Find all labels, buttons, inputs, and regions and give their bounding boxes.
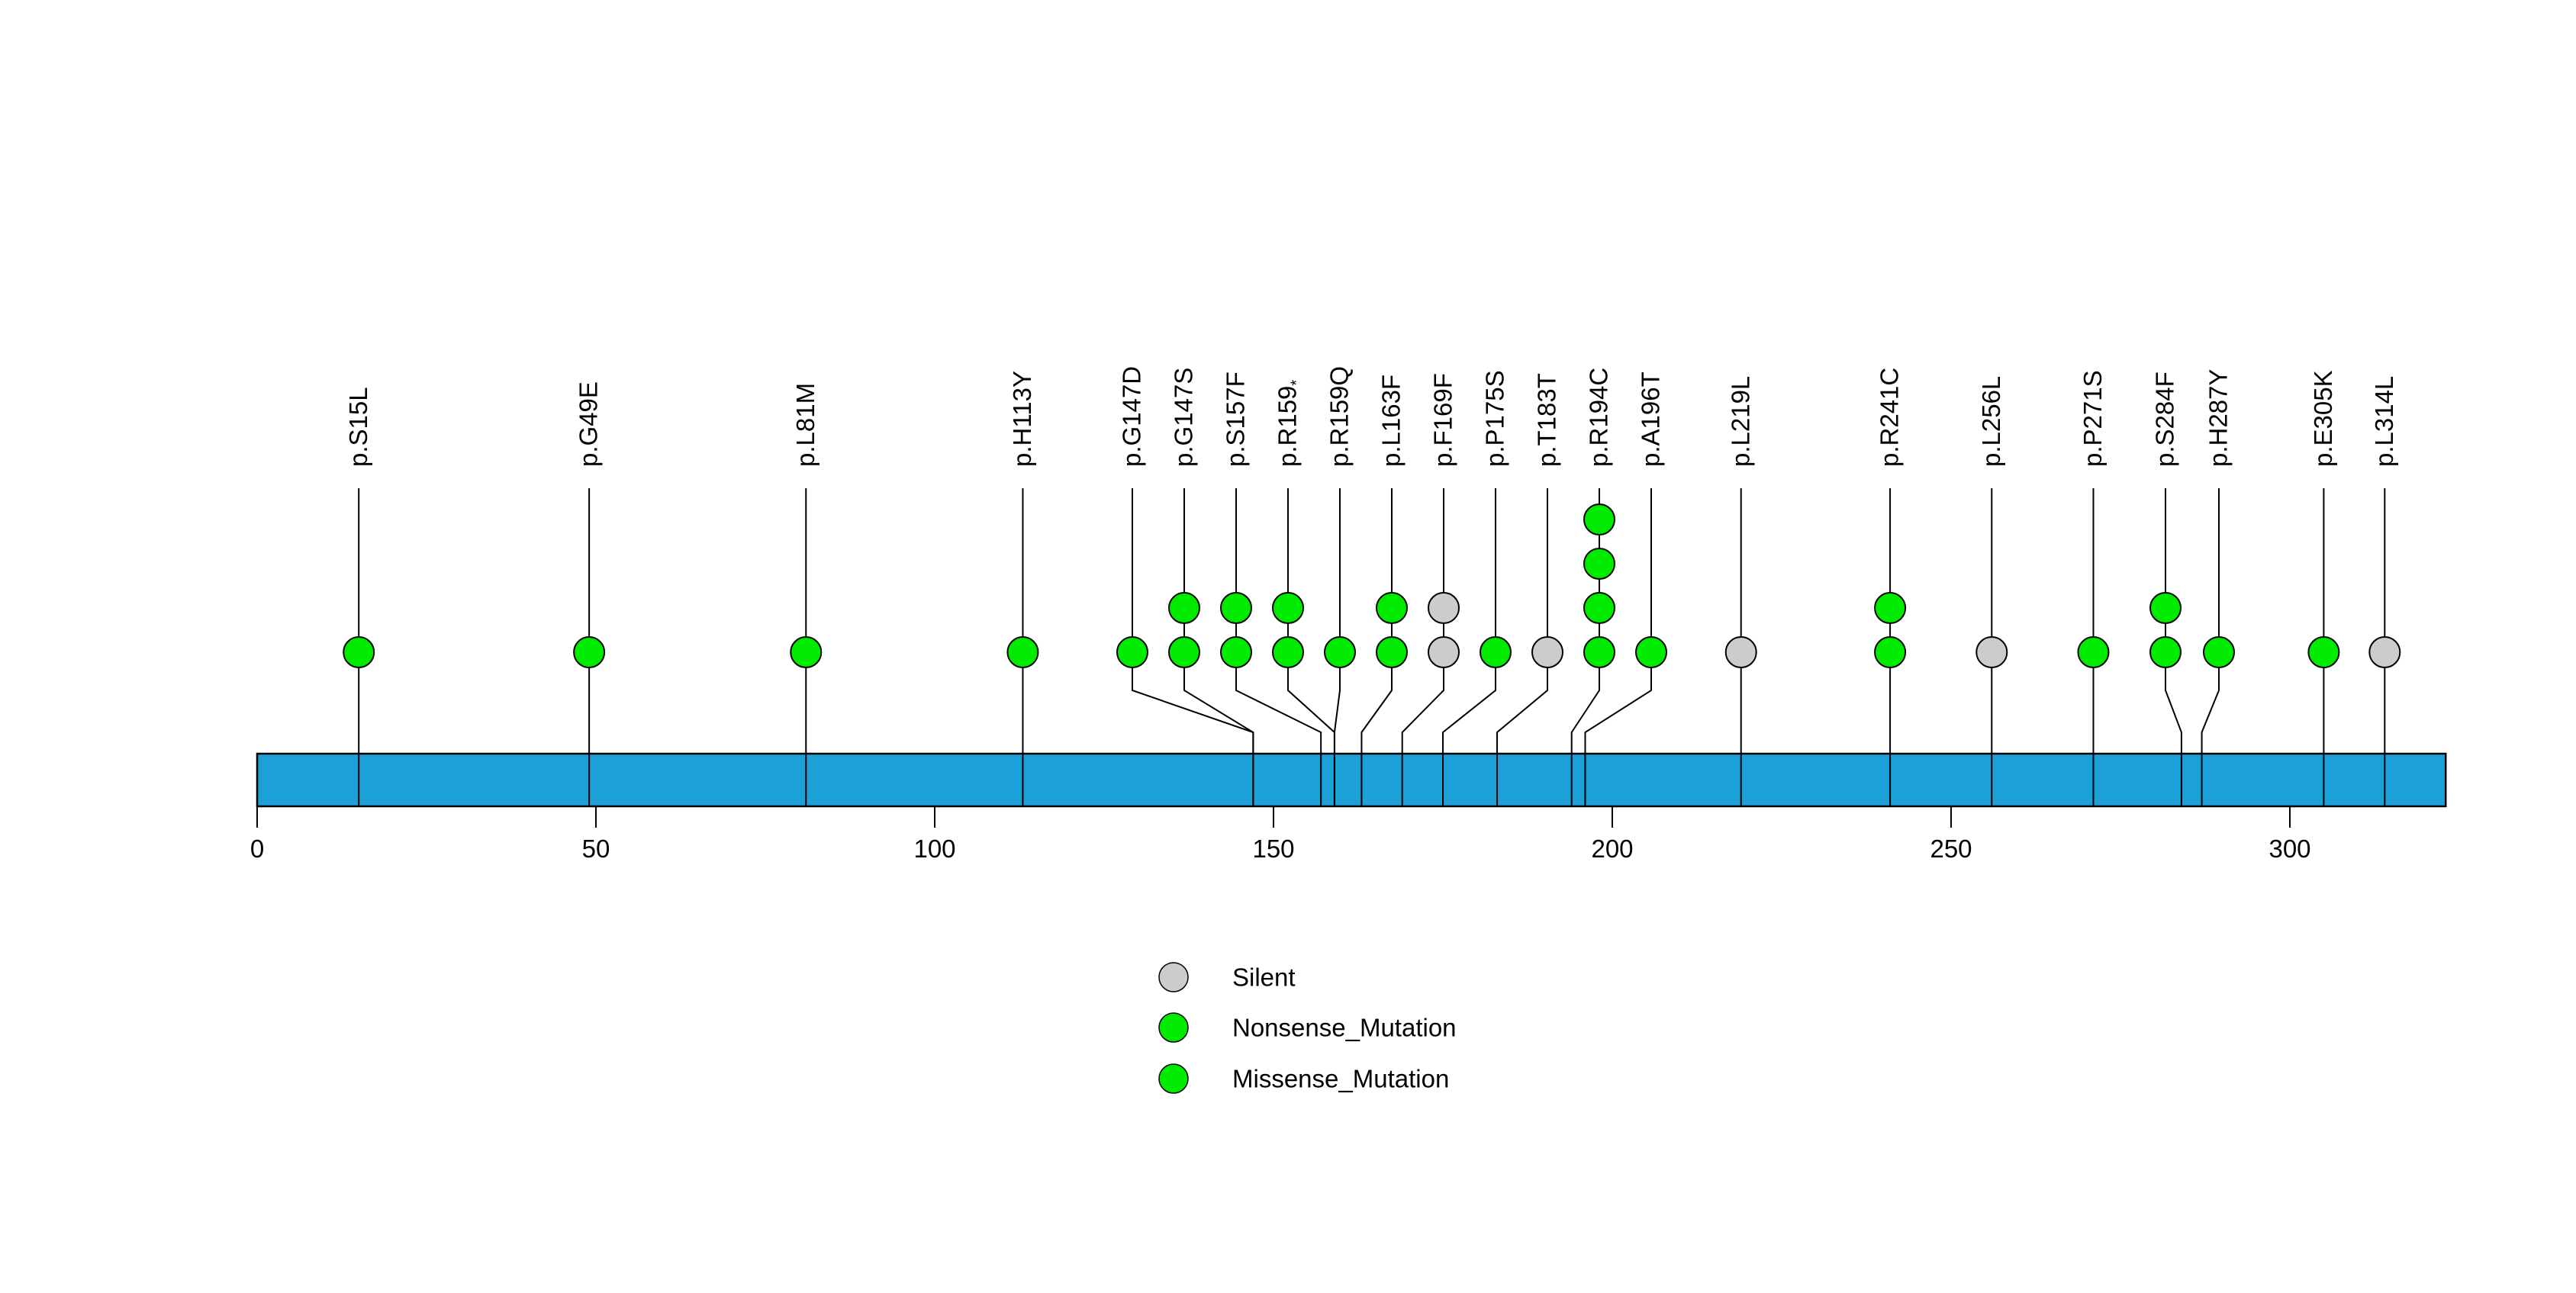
mutation-stick [1235, 488, 1322, 806]
mutation-label: p.T183T [1533, 373, 1561, 467]
mutation-label: p.F169F [1429, 373, 1457, 467]
mutation-stick [1183, 488, 1254, 806]
mutation-label: p.E305K [2309, 370, 2337, 467]
axis-tick-label: 50 [582, 835, 610, 863]
axis-tick-label: 100 [913, 835, 955, 863]
mutation-circle [2368, 636, 2401, 668]
mutation-label: p.P175S [1481, 370, 1509, 467]
mutation-stick [1333, 488, 1341, 806]
mutation-circle [1583, 592, 1615, 624]
mutation-label: p.S157F [1222, 371, 1250, 467]
mutation-stick [1570, 488, 1600, 806]
mutation-circle [1324, 636, 1356, 668]
mutation-stick [1496, 488, 1548, 806]
mutation-label: p.P271S [2079, 370, 2107, 467]
mutation-label: p.L81M [791, 383, 819, 467]
axis-tick-label: 150 [1252, 835, 1294, 863]
mutation-circle [790, 636, 823, 668]
axis-tick-label: 200 [1591, 835, 1633, 863]
mutation-stick [2201, 488, 2220, 806]
mutation-circle [1874, 636, 1907, 668]
mutation-circle [1272, 592, 1304, 624]
legend-label: Nonsense_Mutation [1232, 1014, 1457, 1042]
mutation-label: p.G147S [1170, 368, 1198, 467]
mutation-label: p.G147D [1118, 366, 1146, 467]
mutation-label: p.H287Y [2204, 369, 2233, 467]
mutation-circle [1583, 503, 1615, 536]
legend-label: Missense_Mutation [1232, 1065, 1449, 1093]
mutation-label: p.L256L [1977, 376, 2005, 467]
mutation-label: p.S15L [344, 387, 372, 467]
mutation-circle [1220, 592, 1252, 624]
mutation-circle [1874, 592, 1907, 624]
legend-swatch-missense_mutation [1158, 1063, 1189, 1094]
mutation-circle [2203, 636, 2235, 668]
mutation-circle [1376, 592, 1408, 624]
mutation-circle [2307, 636, 2340, 668]
mutation-stick [1401, 488, 1444, 806]
mutation-circle [1220, 636, 1252, 668]
mutation-circle [1116, 636, 1148, 668]
mutation-circle [1635, 636, 1667, 668]
legend-swatch-nonsense_mutation [1158, 1012, 1189, 1043]
legend-label: Silent [1232, 963, 1296, 992]
mutation-label: p.H113Y [1008, 371, 1036, 467]
mutation-circle [1480, 636, 1512, 668]
mutation-circle [1168, 636, 1200, 668]
legend-swatch-silent [1158, 962, 1189, 992]
mutation-label: p.R194C [1585, 368, 1613, 467]
mutation-circle [343, 636, 375, 668]
mutation-label: p.L314L [2370, 376, 2398, 467]
mutation-circle [1531, 636, 1563, 668]
mutation-circle [1583, 636, 1615, 668]
mutation-stick [2165, 488, 2182, 806]
mutation-label: p.S284F [2151, 371, 2179, 467]
mutation-circle [573, 636, 606, 668]
mutation-label: p.R241C [1876, 368, 1904, 467]
mutation-circle [1428, 636, 1460, 668]
mutation-label: p.L219L [1726, 376, 1754, 467]
mutation-stick [1584, 488, 1652, 806]
protein-bar [256, 752, 2447, 808]
mutation-circle [1428, 592, 1460, 624]
mutation-circle [1376, 636, 1408, 668]
mutation-stick [1360, 488, 1393, 806]
mutation-circle [1006, 636, 1039, 668]
mutation-label: p.L163F [1377, 375, 1406, 467]
mutation-circle [1724, 636, 1757, 668]
mutation-circle [1975, 636, 2008, 668]
mutation-label: p.A196T [1637, 371, 1665, 467]
mutation-label: p.R159* [1274, 380, 1306, 467]
mutation-circle [2149, 592, 2182, 624]
mutation-stick [1442, 488, 1496, 806]
mutation-circle [2149, 636, 2182, 668]
mutation-circle [1272, 636, 1304, 668]
axis-tick-label: 300 [2268, 835, 2310, 863]
mutation-label: p.R159Q [1325, 366, 1354, 467]
axis-tick-label: 250 [1930, 835, 1972, 863]
mutation-circle [2077, 636, 2110, 668]
mutation-circle [1583, 548, 1615, 580]
axis-tick-label: 0 [250, 835, 264, 863]
mutation-circle [1168, 592, 1200, 624]
mutation-label: p.G49E [575, 381, 603, 467]
